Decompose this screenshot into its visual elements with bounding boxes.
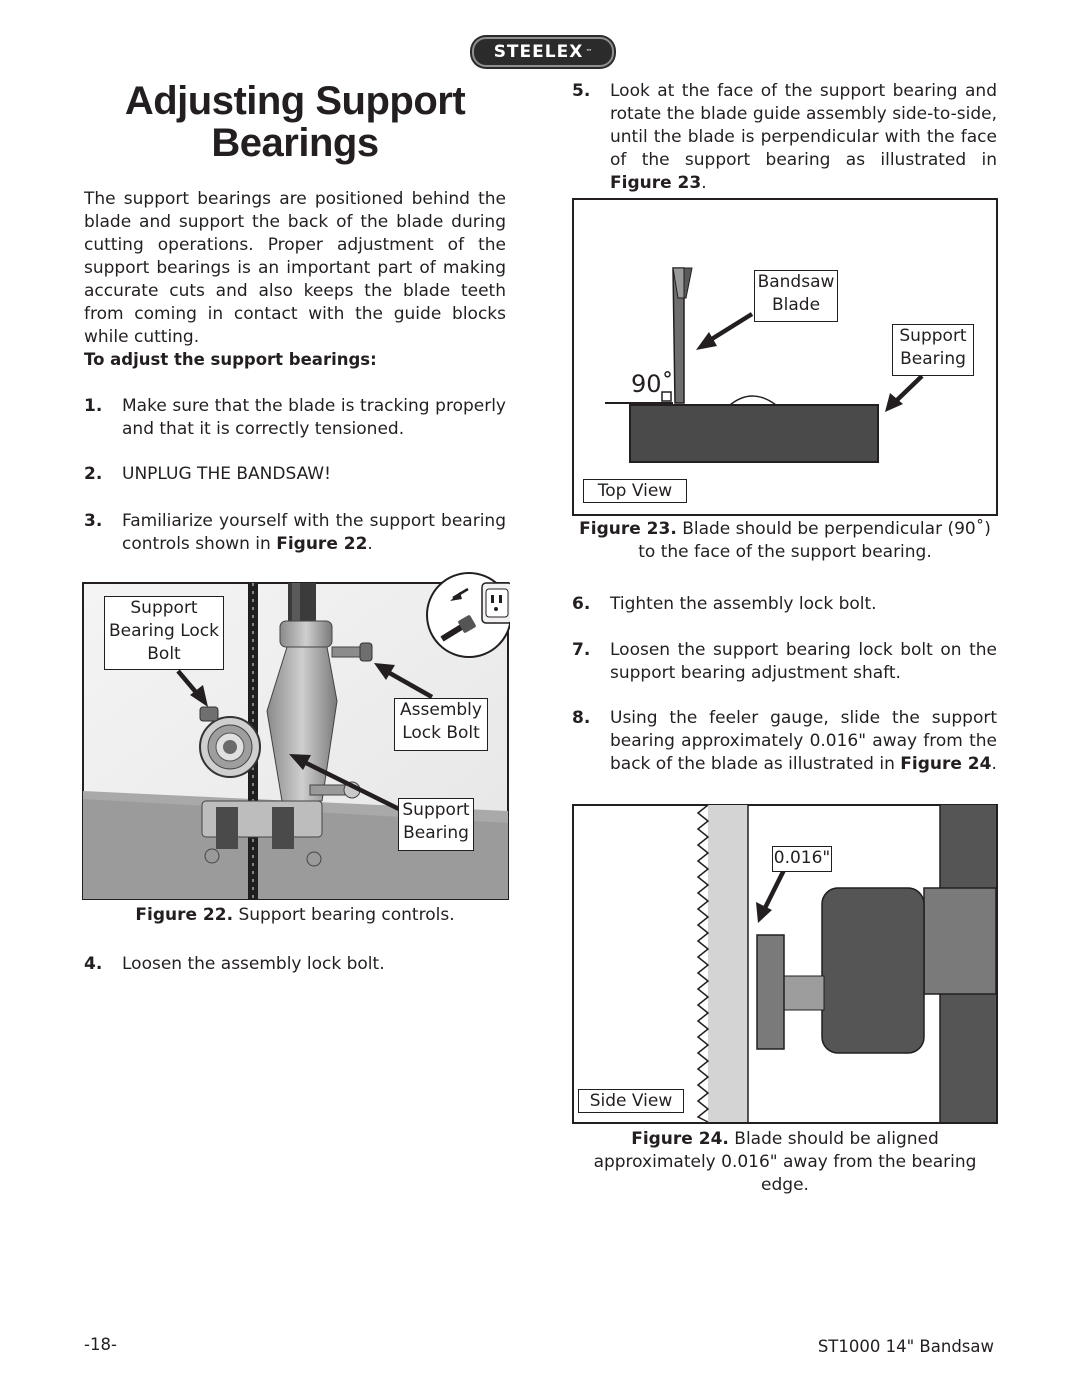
step-3: 3. Familiarize yourself with the support… (84, 510, 506, 556)
step-text: Familiarize yourself with the support be… (122, 510, 506, 556)
callout-line: Bandsaw (757, 272, 835, 292)
callout-line: Support (130, 598, 198, 618)
callout-line: Support (899, 326, 967, 346)
step-4: 4. Loosen the assembly lock bolt. (84, 953, 506, 976)
figure-24-caption: Figure 24. Blade should be aligned appro… (572, 1128, 998, 1197)
page-number: -18- (84, 1335, 117, 1354)
figure-ref: Figure 24 (900, 754, 992, 774)
logo-tm: ™ (585, 48, 593, 56)
callout-support-bearing-23: Support Bearing (892, 324, 974, 376)
doc-title: ST1000 14" Bandsaw (817, 1337, 994, 1356)
logo-text: STEELEX (493, 42, 584, 62)
step-2: 2. UNPLUG THE BANDSAW! (84, 463, 506, 486)
caption-text: Blade should be perpendicular (90˚) to t… (638, 519, 991, 562)
gap-label: 0.016" (772, 846, 832, 872)
callout-line: Assembly (400, 700, 482, 720)
subheading: To adjust the support bearings: (84, 350, 377, 369)
page-title-line2: Bearings (211, 121, 379, 165)
step-1: 1. Make sure that the blade is tracking … (84, 395, 506, 441)
top-view-label: Top View (583, 479, 687, 503)
caption-text: Blade should be aligned approximately 0.… (593, 1129, 977, 1195)
step-number: 8. (572, 708, 591, 728)
step-number: 4. (84, 954, 103, 974)
callout-assembly-lock-bolt: Assembly Lock Bolt (394, 698, 488, 751)
step-text-pre: Using the feeler gauge, slide the suppor… (610, 708, 997, 774)
step-number: 1. (84, 396, 103, 416)
step-text: Tighten the assembly lock bolt. (610, 594, 877, 614)
page-title-line1: Adjusting Support (124, 79, 466, 123)
callout-line: Bolt (147, 644, 181, 664)
angle-label: 90˚ (631, 370, 674, 398)
step-number: 7. (572, 640, 591, 660)
step-text: UNPLUG THE BANDSAW! (122, 464, 331, 484)
figure-ref: Figure 23 (610, 173, 702, 193)
step-text: Look at the face of the support bearing … (610, 80, 997, 195)
step-text: Make sure that the blade is tracking pro… (122, 396, 506, 439)
caption-text: Support bearing controls. (233, 905, 455, 925)
step-6: 6. Tighten the assembly lock bolt. (572, 593, 997, 616)
callout-bandsaw-blade: Bandsaw Blade (754, 270, 838, 322)
callout-support-bearing-lock-bolt: Support Bearing Lock Bolt (104, 596, 224, 670)
callout-line: Blade (771, 295, 821, 315)
step-text-post: . (701, 173, 707, 193)
figure-23-caption: Figure 23. Blade should be perpendicular… (572, 518, 998, 564)
callout-line: Support (402, 800, 470, 820)
figure-22-caption: Figure 22. Support bearing controls. (84, 904, 506, 927)
step-text-pre: Look at the face of the support bearing … (610, 81, 997, 170)
step-number: 3. (84, 511, 103, 531)
step-text-pre: Familiarize yourself with the support be… (122, 511, 506, 554)
step-number: 5. (572, 81, 591, 101)
callout-line: Bearing Lock (109, 621, 219, 641)
page-title: Adjusting Support Bearings (84, 80, 506, 164)
side-view-label: Side View (578, 1089, 684, 1113)
callout-line: Lock Bolt (402, 723, 480, 743)
caption-label: Figure 24. (631, 1129, 729, 1149)
caption-label: Figure 23. (579, 519, 677, 539)
step-text-post: . (367, 534, 373, 554)
figure-ref: Figure 22 (276, 534, 368, 554)
step-text-post: . (991, 754, 997, 774)
step-8: 8. Using the feeler gauge, slide the sup… (572, 707, 997, 776)
intro-paragraph: The support bearings are positioned behi… (84, 189, 506, 347)
callout-line: Bearing (403, 823, 469, 843)
step-5: 5. Look at the face of the support beari… (572, 80, 997, 195)
caption-label: Figure 22. (135, 905, 234, 925)
step-number: 6. (572, 594, 591, 614)
step-7: 7. Loosen the support bearing lock bolt … (572, 639, 997, 685)
callout-support-bearing: Support Bearing (398, 798, 474, 851)
step-number: 2. (84, 464, 103, 484)
step-text: Using the feeler gauge, slide the suppor… (610, 707, 997, 776)
callout-line: Bearing (900, 349, 966, 369)
step-text: Loosen the support bearing lock bolt on … (610, 640, 997, 683)
step-text: Loosen the assembly lock bolt. (122, 954, 385, 974)
